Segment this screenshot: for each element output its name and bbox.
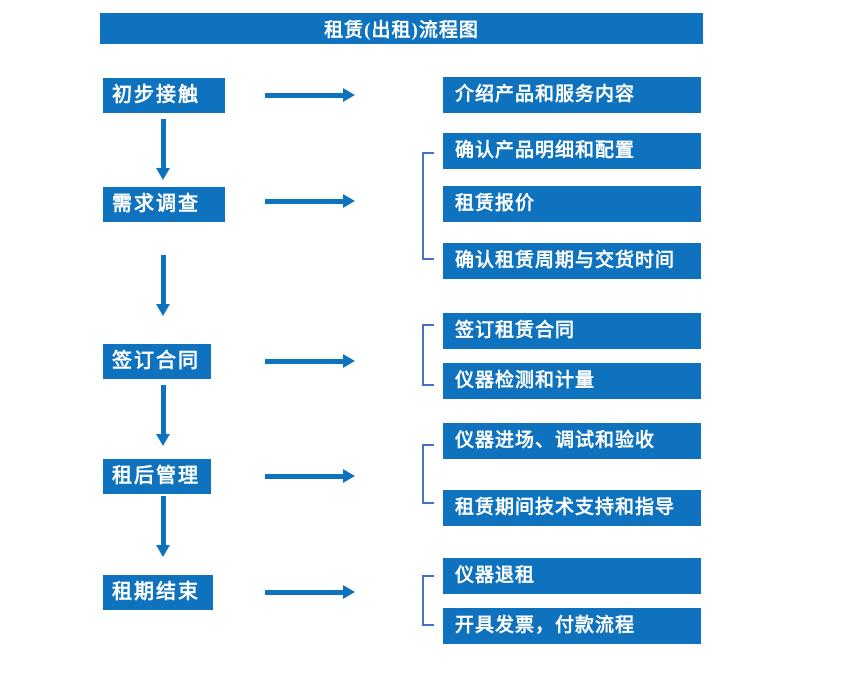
right-arrow-icon bbox=[265, 88, 355, 102]
step-box-initial-contact: 初步接触 bbox=[103, 78, 225, 113]
arrow-shaft bbox=[265, 359, 343, 364]
arrow-head bbox=[156, 168, 170, 180]
group-bracket-sign-contract bbox=[422, 324, 434, 386]
right-arrow-icon bbox=[265, 354, 355, 368]
step-box-rental-end: 租期结束 bbox=[103, 575, 213, 610]
arrow-head bbox=[343, 194, 355, 208]
arrow-shaft bbox=[160, 255, 166, 305]
detail-box-rental-quotation: 租赁报价 bbox=[443, 186, 701, 222]
flowchart-title: 租赁(出租)流程图 bbox=[324, 20, 479, 41]
down-arrow-icon bbox=[156, 255, 170, 316]
detail-box-introduce-products-services: 介绍产品和服务内容 bbox=[443, 77, 701, 113]
detail-box-instrument-setup-acceptance: 仪器进场、调试和验收 bbox=[443, 423, 701, 459]
down-arrow-icon bbox=[156, 496, 170, 557]
detail-box-instrument-inspection: 仪器检测和计量 bbox=[443, 363, 701, 399]
arrow-shaft bbox=[265, 93, 343, 98]
group-bracket-post-rental-management bbox=[422, 444, 434, 504]
arrow-shaft bbox=[265, 590, 343, 595]
detail-box-technical-support: 租赁期间技术支持和指导 bbox=[443, 490, 701, 526]
right-arrow-icon bbox=[265, 585, 355, 599]
detail-box-sign-rental-contract: 签订租赁合同 bbox=[443, 313, 701, 349]
arrow-head bbox=[343, 469, 355, 483]
arrow-head bbox=[156, 434, 170, 446]
arrow-head bbox=[343, 585, 355, 599]
arrow-shaft bbox=[265, 199, 343, 204]
detail-box-confirm-product-details: 确认产品明细和配置 bbox=[443, 133, 701, 169]
arrow-shaft bbox=[265, 474, 343, 479]
detail-box-confirm-period-delivery: 确认租赁周期与交货时间 bbox=[443, 243, 701, 279]
arrow-head bbox=[343, 354, 355, 368]
arrow-head bbox=[343, 88, 355, 102]
group-bracket-demand-survey bbox=[422, 152, 434, 260]
step-box-sign-contract: 签订合同 bbox=[103, 344, 211, 379]
step-box-demand-survey: 需求调查 bbox=[103, 187, 225, 222]
arrow-head bbox=[156, 545, 170, 557]
detail-box-instrument-return: 仪器退租 bbox=[443, 558, 701, 594]
flowchart-title-bar: 租赁(出租)流程图 bbox=[100, 13, 703, 44]
down-arrow-icon bbox=[156, 119, 170, 180]
right-arrow-icon bbox=[265, 194, 355, 208]
group-bracket-rental-end bbox=[422, 575, 434, 626]
step-box-post-rental-management: 租后管理 bbox=[103, 459, 211, 494]
arrow-shaft bbox=[160, 496, 166, 546]
arrow-shaft bbox=[160, 385, 166, 435]
down-arrow-icon bbox=[156, 385, 170, 446]
right-arrow-icon bbox=[265, 469, 355, 483]
detail-box-invoice-payment: 开具发票，付款流程 bbox=[443, 608, 701, 644]
arrow-head bbox=[156, 304, 170, 316]
arrow-shaft bbox=[160, 119, 166, 169]
